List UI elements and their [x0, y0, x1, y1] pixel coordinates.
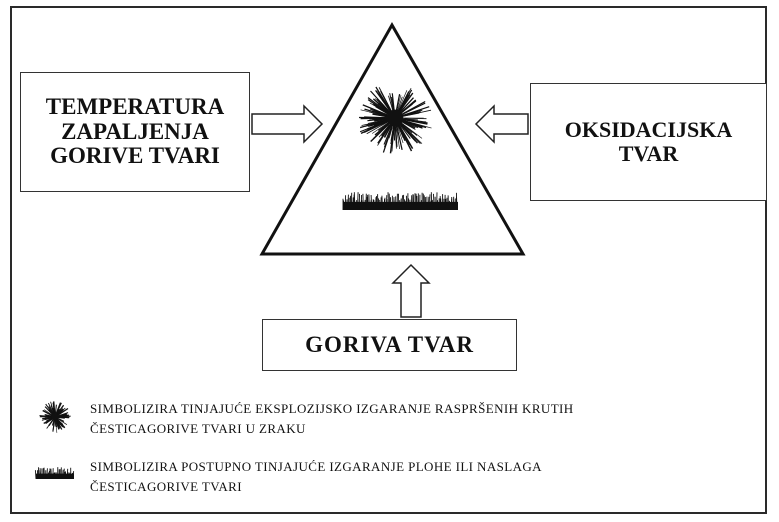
- legend-2-line-2: ČESTICAGORIVE TVARI: [90, 479, 242, 495]
- starburst-icon: [358, 86, 432, 154]
- oxidizer-box: OKSIDACIJSKA TVAR: [530, 83, 767, 201]
- legend-1-line-1: SIMBOLIZIRA TINJAJUĆE EKSPLOZIJSKO IZGAR…: [90, 401, 574, 416]
- legend-item-explosive: SIMBOLIZIRA TINJAJUĆE EKSPLOZIJSKO IZGAR…: [34, 399, 574, 439]
- grass-strip-icon: [34, 467, 75, 480]
- arrow-left-icon: [474, 104, 529, 144]
- temperature-line-3: GORIVE TVARI: [50, 143, 220, 169]
- temperature-box: TEMPERATURA ZAPALJENJA GORIVE TVARI: [20, 72, 250, 192]
- starburst-icon: [39, 401, 71, 433]
- legend-1-line-2: ČESTICAGORIVE TVARI U ZRAKU: [90, 421, 306, 437]
- legend-item-gradual: SIMBOLIZIRA POSTUPNO TINJAJUĆE IZGARANJE…: [34, 457, 542, 497]
- temperature-line-2: ZAPALJENJA: [61, 118, 209, 144]
- oxidizer-line-2: TVAR: [618, 141, 679, 166]
- fuel-box: GORIVA TVAR: [262, 319, 517, 371]
- arrow-right-icon: [251, 104, 324, 144]
- legend-2-line-1: SIMBOLIZIRA POSTUPNO TINJAJUĆE IZGARANJE…: [90, 459, 542, 474]
- oxidizer-line-1: OKSIDACIJSKA: [564, 117, 733, 143]
- grass-strip-icon: [342, 192, 458, 211]
- fuel-label: GORIVA TVAR: [305, 332, 474, 357]
- arrow-up-icon: [391, 263, 431, 318]
- temperature-line-1: TEMPERATURA: [45, 93, 225, 119]
